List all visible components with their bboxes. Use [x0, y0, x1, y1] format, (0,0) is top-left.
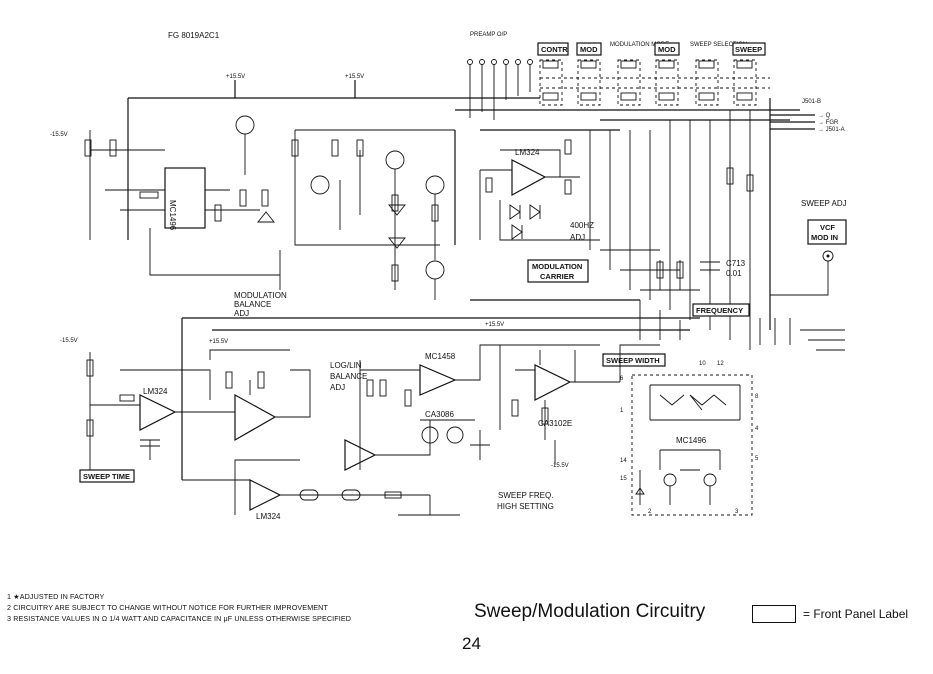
- mod-balance-2: BALANCE: [234, 300, 271, 309]
- panel-label-contr-text: CONTR: [541, 45, 568, 54]
- pin-12-label: 12: [717, 361, 724, 367]
- transistor-cluster: [235, 115, 456, 300]
- note-2: 2 CIRCUITRY ARE SUBJECT TO CHANGE WITHOU…: [7, 603, 328, 612]
- mc1496-modulator-left: MC1496 -15.5V: [50, 130, 280, 276]
- q-out-label: → Q: [818, 113, 831, 119]
- mc1496-internal-block: 10 12 6 8 1 4 5 14 15 2 3 MC1496: [620, 361, 759, 516]
- panel-label-modulation-carrier-1: MODULATION: [532, 262, 582, 271]
- front-panel-legend-box: [752, 605, 796, 623]
- panel-label-vcf-mod-in: [807, 219, 847, 245]
- supply-15v-integrator: +15.5V: [209, 339, 228, 345]
- mod-balance-3: ADJ: [234, 309, 249, 318]
- panel-label-sweep-width: [602, 353, 666, 367]
- panel-label-frequency: [692, 303, 750, 317]
- supply-m15v-ca3102e: -15.5V: [551, 463, 569, 469]
- pin-4-label: 4: [755, 426, 759, 432]
- panel-label-contr: [537, 42, 569, 56]
- panel-label-vcf: VCF: [820, 223, 835, 232]
- lm324-oscillator: LM324 400HZ ADJ: [479, 139, 600, 242]
- mod-balance-1: MODULATION: [234, 291, 287, 300]
- supply-15v-a: +15.5V: [226, 74, 245, 80]
- panel-label-frequency-text: FREQUENCY: [696, 306, 743, 315]
- preamp-op-label: PREAMP O/P: [470, 32, 507, 38]
- log-lin-3: ADJ: [330, 383, 345, 392]
- front-panel-legend-text: = Front Panel Label: [803, 607, 909, 621]
- supply-m15v-left: -15.5V: [50, 132, 68, 138]
- sweep-adj-label: SWEEP ADJ: [801, 199, 847, 208]
- pin-3-label: 3: [735, 509, 739, 515]
- panel-label-sweep: [732, 42, 766, 56]
- panel-label-mod-2-text: MOD: [658, 45, 676, 54]
- note-1: 1 ★ADJUSTED IN FACTORY: [7, 592, 105, 601]
- sweep-freq-1: SWEEP FREQ.: [498, 491, 553, 500]
- integrator-lm324: +15.5V: [209, 339, 311, 442]
- sweep-freq-2: HIGH SETTING: [497, 502, 554, 511]
- switch-bank: [539, 59, 770, 106]
- mc1496-right-label: MC1496: [676, 436, 707, 445]
- drawing-title: Sweep/Modulation Circuitry: [474, 601, 706, 622]
- pin-8-label: 8: [755, 394, 759, 400]
- lm324-bottom-label: LM324: [256, 512, 281, 521]
- pin-1-label: 1: [620, 408, 624, 414]
- panel-label-sweep-text: SWEEP: [735, 45, 762, 54]
- log-lin-2: BALANCE: [330, 372, 367, 381]
- buffer-lm324: LM324: [182, 459, 460, 521]
- hz400-adj-label: ADJ: [570, 233, 585, 242]
- ca3086-label: CA3086: [425, 410, 454, 419]
- note-3: 3 RESISTANCE VALUES IN Ω 1/4 WATT AND CA…: [7, 614, 352, 623]
- figure-id: FG 8019A2C1: [168, 31, 220, 40]
- mc1458-label: MC1458: [425, 352, 456, 361]
- pin-6-label: 6: [620, 376, 624, 382]
- pin-2-label: 2: [648, 509, 652, 515]
- supply-m15v-sweep: -15.5V: [60, 338, 78, 344]
- fgr-out-label: → FGR: [818, 120, 839, 126]
- panel-label-mod-1-text: MOD: [580, 45, 598, 54]
- ca3102e-label: CA3102E: [538, 419, 572, 428]
- hz400-label: 400HZ: [570, 221, 594, 230]
- sweep-time-lm324: LM324 -15.5V: [60, 338, 235, 470]
- lm324-left-label: LM324: [143, 387, 168, 396]
- panel-label-mod-in: MOD IN: [811, 233, 838, 242]
- panel-label-sweep-time-text: SWEEP TIME: [83, 472, 130, 481]
- supply-15v-ca3102e: +15.5V: [485, 322, 504, 328]
- panel-label-sweep-time: [79, 469, 135, 483]
- ca3102e-stage: CA3102E -15.5V +15.5V: [485, 322, 620, 469]
- notes-block: 1 ★ADJUSTED IN FACTORY 2 CIRCUITRY ARE S…: [7, 591, 351, 624]
- panel-label-modulation-carrier: [527, 259, 589, 283]
- jack-j501b-label: J501-B: [802, 99, 821, 105]
- pin-15-label: 15: [620, 476, 627, 482]
- panel-label-modulation-carrier-2: CARRIER: [540, 272, 575, 281]
- lm324-top-label: LM324: [515, 148, 540, 157]
- supply-15v-b: +15.5V: [345, 74, 364, 80]
- panel-label-mod-2: [654, 42, 680, 56]
- panel-label-mod-1: [576, 42, 602, 56]
- page-number: 24: [462, 634, 481, 653]
- mc1458-ca3086-block: MC1458 CA3086: [344, 344, 500, 471]
- mc1496-left-label: MC1496: [168, 200, 177, 231]
- sweep-selection-label: SWEEP SELECTION: [690, 42, 747, 48]
- log-lin-1: LOG/LIN: [330, 361, 362, 370]
- pin-14-label: 14: [620, 458, 627, 464]
- panel-label-sweep-width-text: SWEEP WIDTH: [606, 356, 660, 365]
- c713-label: C713: [726, 259, 746, 268]
- j501a-out-label: → J501-A: [818, 127, 845, 133]
- pin-5-label: 5: [755, 456, 759, 462]
- output-jack-group: PREAMP O/P: [467, 32, 533, 120]
- c713-value: 0.01: [726, 269, 742, 278]
- mod-mode-label: MODULATION MODE: [610, 42, 669, 48]
- pin-10-label: 10: [699, 361, 706, 367]
